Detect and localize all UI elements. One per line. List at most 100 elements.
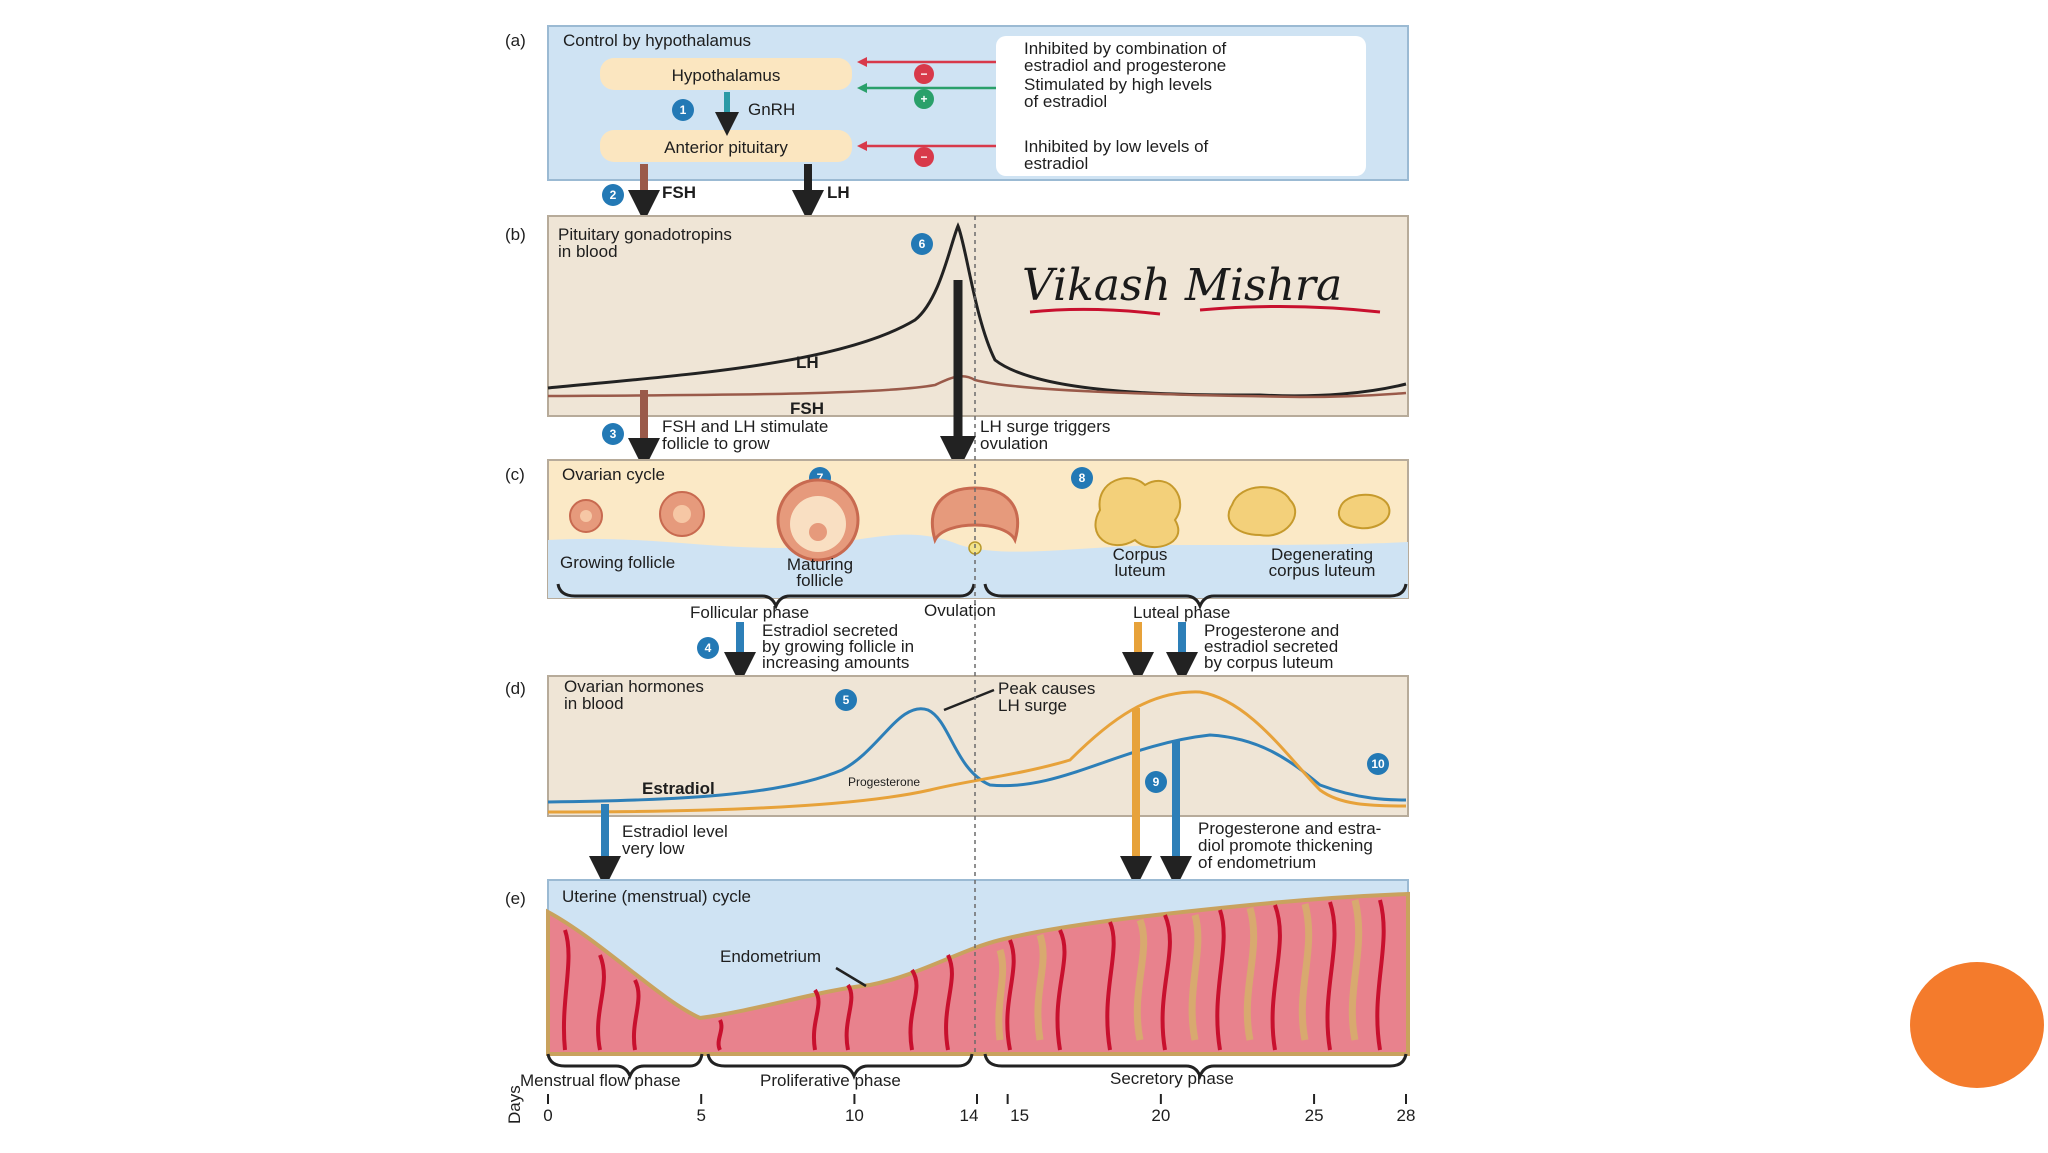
- panel-d-title-2: in blood: [564, 694, 624, 713]
- fsh-curve: [547, 374, 1407, 399]
- hypothalamus-box: [600, 58, 852, 90]
- orange-circle-decoration: [1910, 962, 2044, 1088]
- note-fsh-lh-1: FSH and LH stimulate: [662, 417, 828, 436]
- note-estradiol-3: increasing amounts: [762, 653, 909, 672]
- panel-c-letter: (c): [505, 465, 525, 484]
- degenerating-label-1: Degenerating: [1271, 545, 1373, 564]
- follicular-phase-label: Follicular phase: [690, 603, 809, 622]
- panel-b-gonadotropins: (b) Pituitary gonadotropins in blood 6 V…: [505, 215, 1409, 472]
- uterine-glands: [995, 899, 1363, 1041]
- day-tick-label-25: 25: [1305, 1106, 1324, 1125]
- step-2-number: 2: [610, 188, 617, 202]
- panel-b-title-1: Pituitary gonadotropins: [558, 225, 732, 244]
- note-prog-1: Progesterone and: [1204, 621, 1339, 640]
- panel-b-letter: (b): [505, 225, 526, 244]
- growing-follicle-label: Growing follicle: [560, 553, 675, 572]
- inhibit-badge-1: [914, 64, 934, 84]
- low-estradiol-label-2: very low: [622, 839, 685, 858]
- hypothalamus-label: Hypothalamus: [672, 66, 781, 85]
- peak-label-1: Peak causes: [998, 679, 1095, 698]
- lh-curve-label: LH: [796, 353, 819, 372]
- note-prog-2: estradiol secreted: [1204, 637, 1338, 656]
- menstrual-phase-label: Menstrual flow phase: [520, 1071, 681, 1090]
- degenerating-corpus-luteum-1: [1227, 486, 1297, 537]
- progesterone-curve: [547, 690, 1407, 814]
- day-tick-label-28: 28: [1397, 1106, 1416, 1125]
- step-5-number: 5: [843, 693, 850, 707]
- panel-d-title-1: Ovarian hormones: [564, 677, 704, 696]
- panel-c-ovarian-cycle: (c) Ovarian cycle 7 8 Growing follicle M…: [505, 459, 1409, 684]
- day-tick-label-14: 14: [960, 1106, 979, 1125]
- endometrium-label: Endometrium: [720, 947, 821, 966]
- step-1-number: 1: [680, 103, 687, 117]
- uterine-blood-vessels: [561, 899, 1386, 1051]
- degenerating-corpus-luteum-2: [1338, 493, 1391, 530]
- step-9-number: 9: [1153, 775, 1160, 789]
- day-tick-label-20: 20: [1151, 1106, 1170, 1125]
- note-3a: Inhibited by low levels of: [1024, 137, 1209, 156]
- maturing-follicle-oocyte: [809, 523, 827, 541]
- panel-a-letter: (a): [505, 31, 526, 50]
- estradiol-curve-label: Estradiol: [642, 779, 715, 798]
- step-5-badge: [835, 689, 857, 711]
- step-1-badge: [672, 99, 694, 121]
- note-estradiol-2: by growing follicle in: [762, 637, 914, 656]
- note-2a: Stimulated by high levels: [1024, 75, 1212, 94]
- follicle-stage-2-oocyte: [673, 505, 691, 523]
- step-6-badge: [911, 233, 933, 255]
- fsh-curve-label: FSH: [790, 399, 824, 418]
- follicle-stage-1-oocyte: [580, 510, 592, 522]
- follicular-phase-brace: [556, 583, 976, 611]
- signature-underline-1: [1029, 307, 1161, 316]
- panel-d-background: [547, 675, 1409, 817]
- ovary-tissue-band: [548, 534, 1408, 598]
- step-6-number: 6: [919, 237, 926, 251]
- peak-label-2: LH surge: [998, 696, 1067, 715]
- thickening-label-1: Progesterone and estra-: [1198, 819, 1381, 838]
- note-surge-1: LH surge triggers: [980, 417, 1110, 436]
- proliferative-phase-label: Proliferative phase: [760, 1071, 901, 1090]
- step-3-badge: [602, 423, 624, 445]
- gnrh-label: GnRH: [748, 100, 795, 119]
- step-10-number: 10: [1371, 757, 1385, 771]
- step-2-badge: [602, 184, 624, 206]
- note-fsh-lh-2: follicle to grow: [662, 434, 770, 453]
- step-7-number: 7: [817, 471, 824, 485]
- signature-text: Vikash Mishra: [1022, 260, 1342, 311]
- panel-a-hypothalamus-control: (a) Control by hypothalamus Hypothalamus…: [505, 25, 1409, 222]
- feedback-notes-box: [996, 36, 1366, 176]
- corpus-luteum-label-2: luteum: [1114, 561, 1165, 580]
- corpus-luteum-label-1: Corpus: [1113, 545, 1168, 564]
- day-tick-label-5: 5: [696, 1106, 705, 1125]
- signature-underline-2: [1199, 304, 1381, 314]
- menstrual-brace: [546, 1053, 704, 1081]
- inhibit-symbol-1: −: [920, 67, 927, 81]
- thickening-label-3: of endometrium: [1198, 853, 1316, 872]
- anterior-pituitary-box: [600, 130, 852, 162]
- endometrium-pointer-line: [835, 966, 867, 988]
- days-axis-label: Days: [505, 1085, 524, 1124]
- progesterone-curve-label: Progesterone: [848, 775, 920, 789]
- maturing-follicle-label-2: follicle: [796, 571, 843, 590]
- step-9-badge: [1145, 771, 1167, 793]
- note-estradiol-1: Estradiol secreted: [762, 621, 898, 640]
- inhibit-badge-2: [914, 147, 934, 167]
- stimulate-symbol: +: [920, 92, 927, 106]
- note-1a: Inhibited by combination of: [1024, 39, 1227, 58]
- note-2b: of estradiol: [1024, 92, 1107, 111]
- panel-a-title: Control by hypothalamus: [563, 31, 751, 50]
- step-8-badge: [1071, 467, 1093, 489]
- thickening-label-2: diol promote thickening: [1198, 836, 1373, 855]
- step-10-badge: [1367, 753, 1389, 775]
- panel-c-title: Ovarian cycle: [562, 465, 665, 484]
- secretory-phase-label: Secretory phase: [1110, 1069, 1234, 1088]
- anterior-pituitary-label: Anterior pituitary: [664, 138, 788, 157]
- maturing-follicle-label-1: Maturing: [787, 555, 853, 574]
- peak-pointer-line: [943, 688, 995, 712]
- step-3-number: 3: [610, 427, 617, 441]
- secretory-brace: [983, 1053, 1408, 1081]
- luteal-phase-brace: [983, 583, 1408, 611]
- note-prog-3: by corpus luteum: [1204, 653, 1333, 672]
